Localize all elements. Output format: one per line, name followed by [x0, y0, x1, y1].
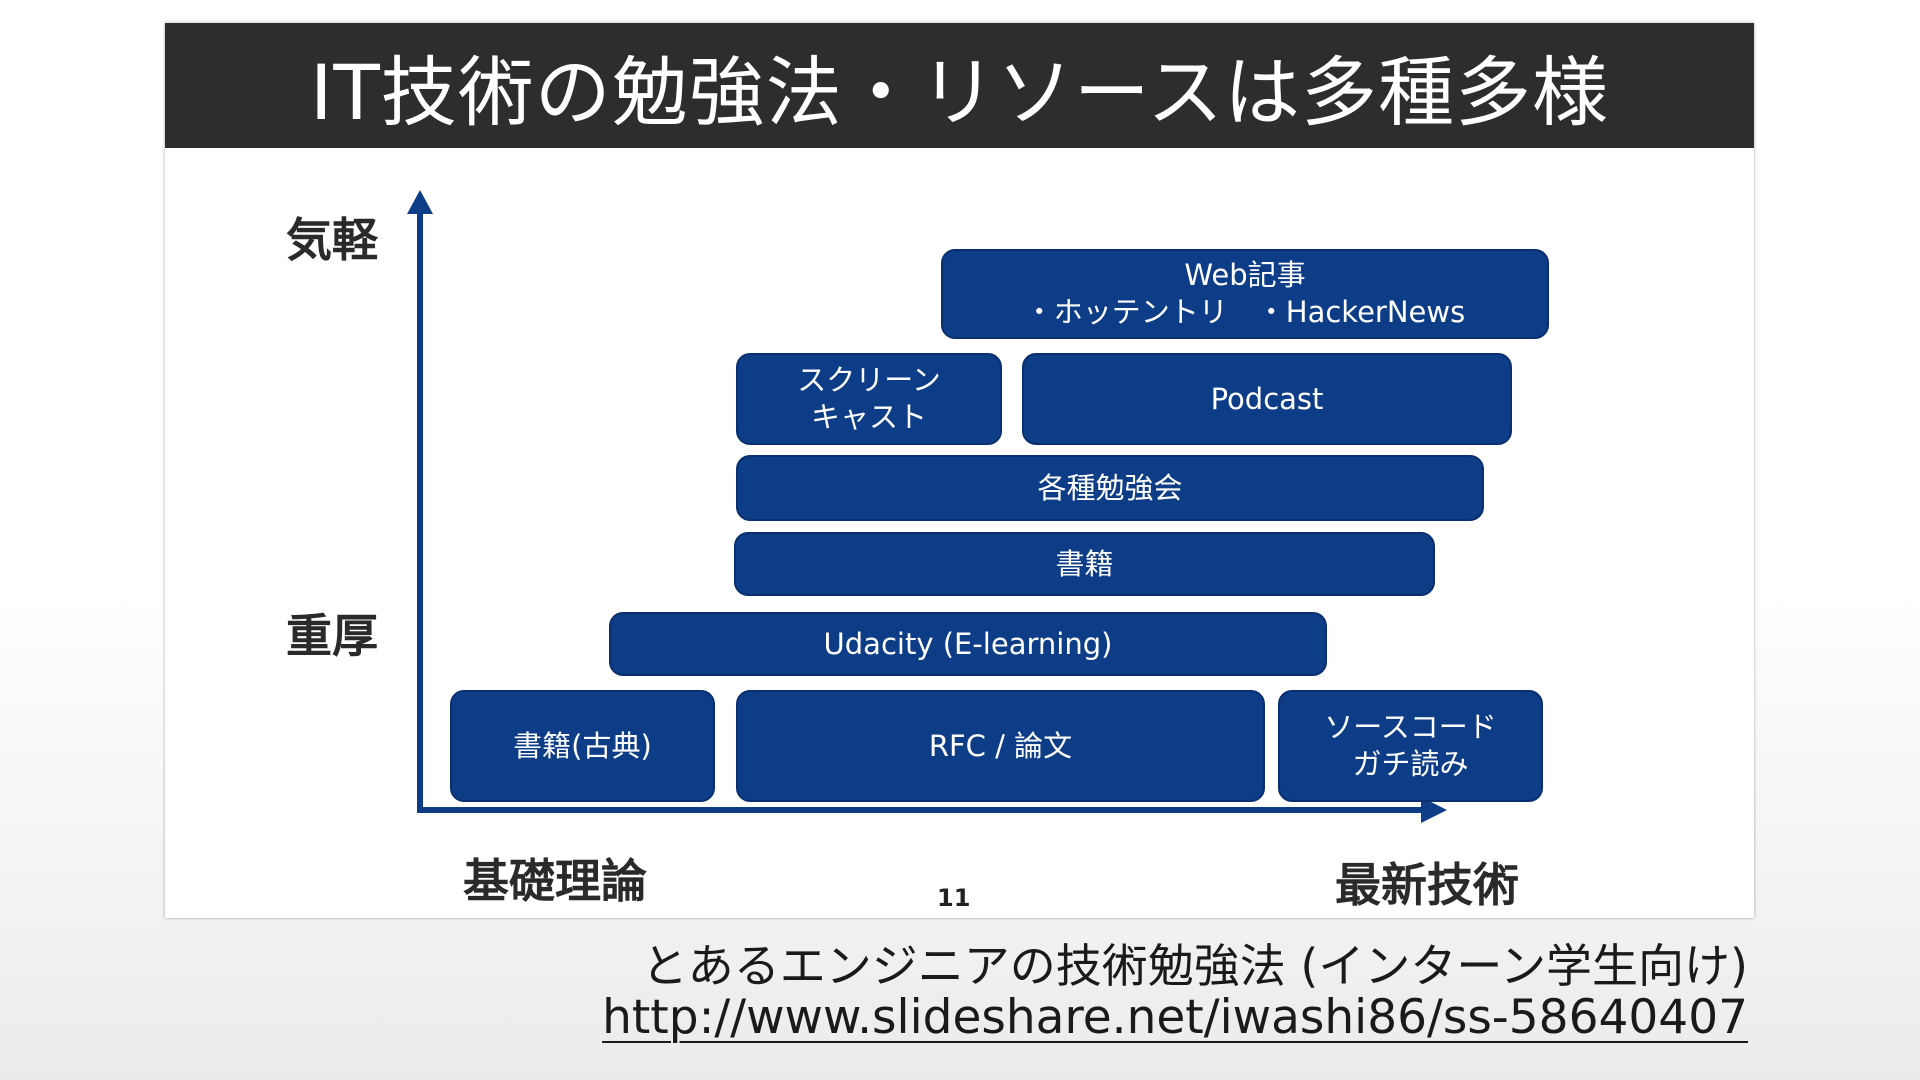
- box-rfc-papers: RFC / 論文: [736, 690, 1265, 802]
- box-web-articles-line1: Web記事: [1184, 258, 1306, 292]
- box-books-label: 書籍: [1055, 546, 1114, 581]
- box-podcast: Podcast: [1022, 353, 1512, 445]
- box-podcast-label: Podcast: [1210, 381, 1324, 416]
- box-books: 書籍: [734, 532, 1435, 596]
- source-link[interactable]: http://www.slideshare.net/iwashi86/ss-58…: [602, 990, 1748, 1045]
- box-study-meetups: 各種勉強会: [736, 455, 1484, 521]
- page-number: 11: [937, 884, 971, 912]
- x-axis-right-label: 最新技術: [1335, 858, 1519, 912]
- box-source-code: ソースコード ガチ読み: [1278, 690, 1543, 802]
- box-udacity-label: Udacity (E-learning): [823, 626, 1113, 661]
- y-axis-bottom-label: 重厚: [286, 609, 378, 663]
- box-screencast-line2: キャスト: [810, 400, 927, 434]
- box-classic-books-label: 書籍(古典): [513, 728, 652, 763]
- box-source-code-line2: ガチ読み: [1352, 747, 1469, 781]
- slide-title: IT技術の勉強法・リソースは多種多様: [309, 47, 1610, 137]
- axes-graphic: [407, 190, 1447, 823]
- y-axis-top-label: 気軽: [286, 213, 378, 267]
- slide-title-bar: IT技術の勉強法・リソースは多種多様: [165, 23, 1754, 148]
- slide: IT技術の勉強法・リソースは多種多様 気軽 重厚 基礎理論 最新技術 Web記事…: [165, 23, 1754, 918]
- box-rfc-papers-label: RFC / 論文: [928, 728, 1073, 763]
- x-axis-left-label: 基礎理論: [463, 854, 647, 908]
- box-classic-books: 書籍(古典): [450, 690, 715, 802]
- box-screencast-line1: スクリーン: [797, 363, 941, 397]
- box-web-articles: Web記事 ・ホッテントリ ・HackerNews: [941, 249, 1549, 339]
- resource-diagram: 気軽 重厚 基礎理論 最新技術 Web記事 ・ホッテントリ ・HackerNew…: [165, 148, 1754, 918]
- source-caption: とあるエンジニアの技術勉強法 (インターン学生向け): [641, 939, 1748, 993]
- box-udacity: Udacity (E-learning): [609, 612, 1327, 676]
- box-study-meetups-label: 各種勉強会: [1037, 470, 1183, 505]
- box-screencast: スクリーン キャスト: [736, 353, 1002, 445]
- x-axis-arrowhead: [1421, 797, 1447, 823]
- box-web-articles-line2: ・ホッテントリ ・HackerNews: [1024, 295, 1466, 329]
- box-source-code-line1: ソースコード: [1324, 710, 1497, 744]
- y-axis-arrowhead: [407, 190, 433, 214]
